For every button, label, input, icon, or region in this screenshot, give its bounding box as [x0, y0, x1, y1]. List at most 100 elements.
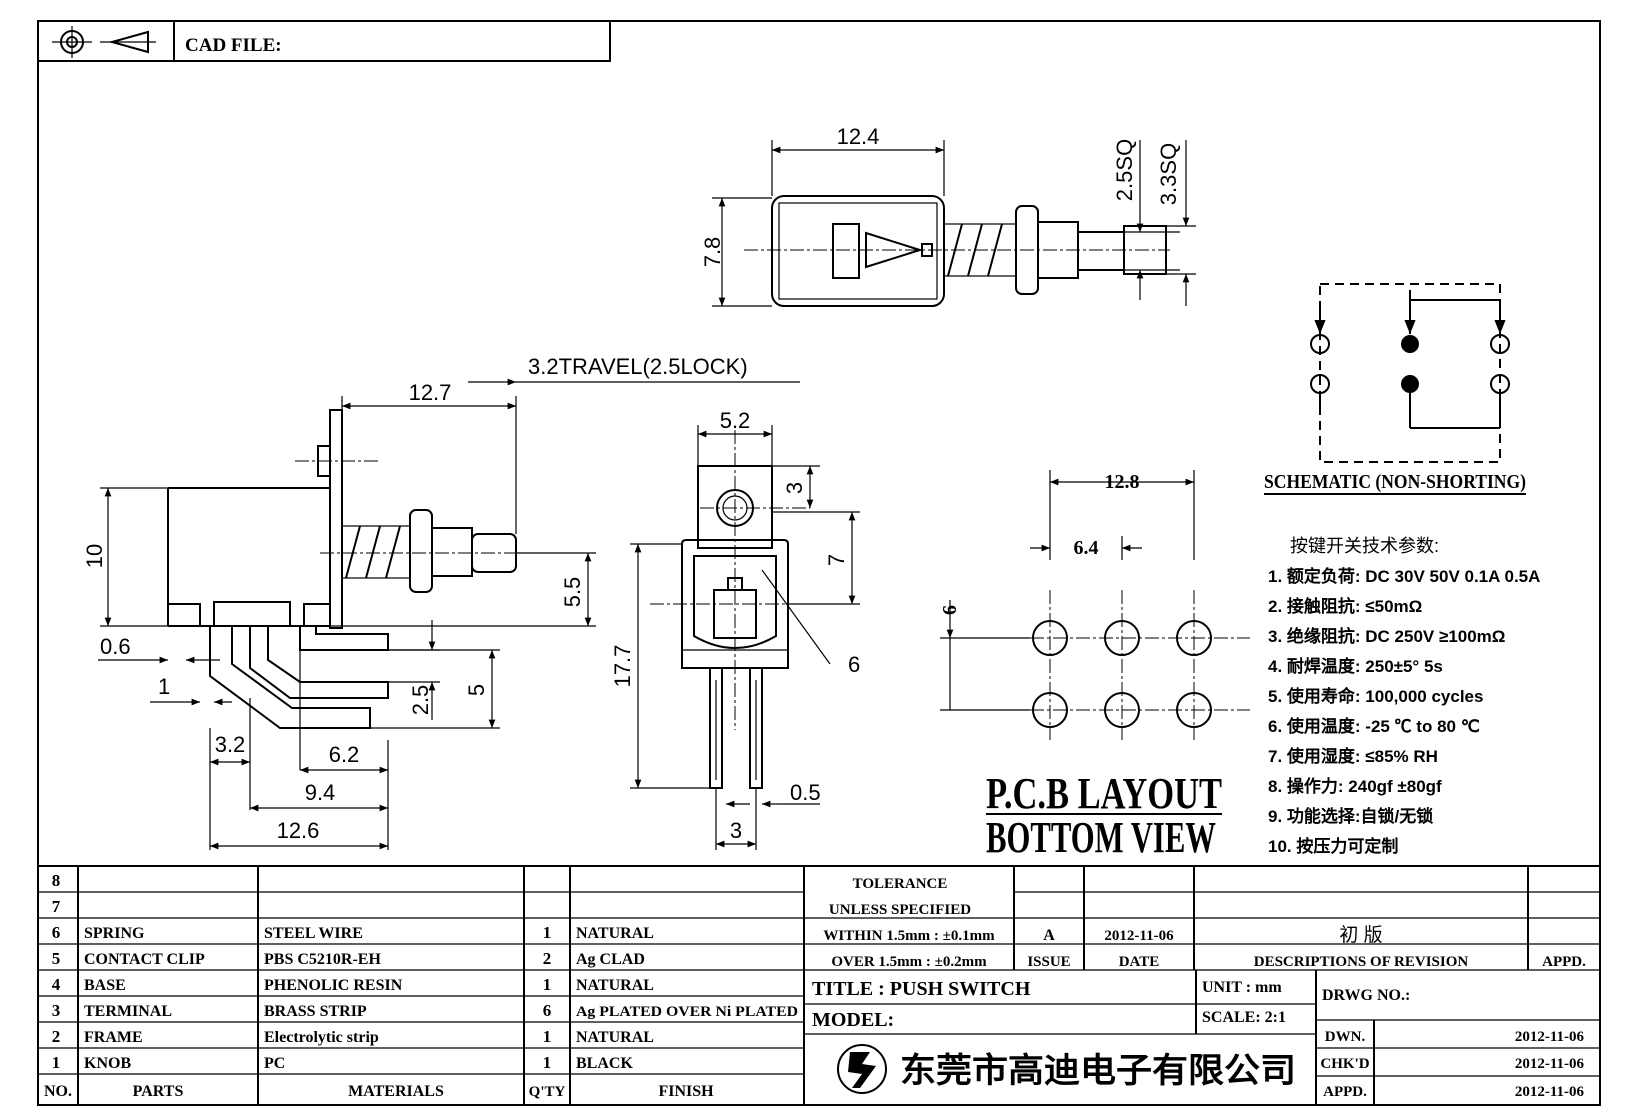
- front-view: 5.2 3 7 17.7 6 0.5 3: [610, 408, 860, 850]
- travel-dim: 3.2TRAVEL(2.5LOCK): [528, 354, 748, 379]
- bom-material: Electrolytic strip: [264, 1029, 379, 1046]
- bom-material: PBS C5210R-EH: [264, 951, 381, 968]
- bom-finish: NATURAL: [576, 977, 654, 994]
- pcb-pitch-total-dim: 12.8: [1105, 471, 1140, 493]
- date-header: DATE: [1119, 954, 1160, 970]
- revision-description: 初 版: [1339, 924, 1382, 946]
- spec-item: 5. 使用寿命: 100,000 cycles: [1268, 686, 1483, 706]
- bom-qty: 1: [543, 1053, 552, 1072]
- spec-item: 9. 功能选择:自锁/无锁: [1268, 806, 1433, 826]
- bom-finish: NATURAL: [576, 925, 654, 942]
- appd-date: 2012-11-06: [1515, 1084, 1585, 1100]
- knob-outer-dim: 3.3SQ: [1156, 143, 1181, 205]
- bom-finish: Ag CLAD: [576, 951, 645, 968]
- cad-header: CAD FILE:: [37, 20, 611, 62]
- drwg-no-label: DRWG NO.:: [1322, 987, 1410, 1004]
- top-height-dim: 7.8: [700, 237, 725, 268]
- bom-no: 3: [52, 1001, 61, 1020]
- bom-material: PHENOLIC RESIN: [264, 977, 403, 994]
- spec-item: 10. 按压力可定制: [1268, 836, 1398, 856]
- specs-list: 按键开关技术参数: 1. 额定负荷: DC 30V 50V 0.1A 0.5A …: [1268, 536, 1540, 856]
- pin-width-dim: 0.5: [790, 780, 821, 805]
- spec-item: 2. 接触阻抗: ≤50mΩ: [1268, 596, 1422, 616]
- issue-header: ISSUE: [1027, 954, 1070, 970]
- bom-header-materials: MATERIALS: [348, 1083, 444, 1100]
- bom-no: 7: [52, 897, 61, 916]
- top-view: 12.4 7.8 2.5SQ 3.3SQ: [700, 124, 1196, 307]
- front-height-dim: 17.7: [610, 645, 635, 688]
- drawing-title: TITLE : PUSH SWITCH: [812, 978, 1031, 1000]
- bom-material: PC: [264, 1055, 285, 1072]
- pin-spacing-dim: 2.5: [408, 685, 433, 716]
- unit-label: UNIT : mm: [1202, 979, 1282, 996]
- tolerance-within: WITHIN 1.5mm : ±0.1mm: [823, 928, 995, 944]
- bom-part: KNOB: [84, 1055, 131, 1072]
- date-value: 2012-11-06: [1104, 928, 1174, 944]
- appd-header: APPD.: [1542, 954, 1586, 970]
- bom-no: 2: [52, 1027, 61, 1046]
- bom-qty: 1: [543, 923, 552, 942]
- company-name: 东莞市高迪电子有限公司: [900, 1051, 1296, 1090]
- tolerance-over: OVER 1.5mm : ±0.2mm: [831, 954, 987, 970]
- description-header: DESCRIPTIONS OF REVISION: [1254, 954, 1469, 970]
- knob-inner-dim: 2.5SQ: [1112, 139, 1137, 201]
- bom-no: 6: [52, 923, 61, 942]
- cad-file-label: CAD FILE:: [185, 35, 282, 56]
- hole-dist-dim: 3: [782, 482, 807, 494]
- sheet-border: [37, 20, 1601, 1106]
- bom-qty: 1: [543, 1027, 552, 1046]
- bom-header-parts: PARTS: [133, 1083, 184, 1100]
- bom-part: CONTACT CLIP: [84, 951, 205, 968]
- bom-no: 1: [52, 1053, 61, 1072]
- pcb-layout: 12.8 6.4 6 P.C.B LAYOUT BOTTOM VIEW: [939, 470, 1250, 862]
- front-width-dim: 5.2: [720, 408, 751, 433]
- plate-thickness-dim: 0.6: [100, 634, 131, 659]
- company-logo-icon: [837, 1044, 887, 1094]
- top-length-dim: 12.4: [837, 124, 880, 149]
- model-label: MODEL:: [812, 1009, 894, 1031]
- projection-symbol-icon: [52, 26, 156, 58]
- side-height-dim: 10: [82, 544, 107, 568]
- chkd-date: 2012-11-06: [1515, 1056, 1585, 1072]
- bom-qty: 1: [543, 975, 552, 994]
- specs-heading: 按键开关技术参数:: [1290, 536, 1439, 556]
- total-dim: 12.6: [277, 818, 320, 843]
- spec-item: 8. 操作力: 240gf ±80gf: [1268, 776, 1442, 796]
- chkd-label: CHK'D: [1320, 1056, 1369, 1072]
- side-view: 12.7 3.2TRAVEL(2.5LOCK) 10 5.5 0.6 1 2.5…: [82, 354, 800, 850]
- pcb-title-2: BOTTOM VIEW: [986, 813, 1216, 862]
- dwn-date: 2012-11-06: [1515, 1029, 1585, 1045]
- bom-part: SPRING: [84, 925, 145, 942]
- pin-x2-dim: 6.2: [329, 742, 360, 767]
- callout-6: 6: [848, 652, 860, 677]
- bom-header-finish: FINISH: [658, 1083, 714, 1100]
- issue-value: A: [1043, 927, 1055, 944]
- bom-no: 5: [52, 949, 61, 968]
- bom-no: 8: [52, 871, 61, 890]
- title-block: TOLERANCE UNLESS SPECIFIED WITHIN 1.5mm …: [804, 866, 1600, 1105]
- bom-finish: BLACK: [576, 1055, 633, 1072]
- bom-finish: NATURAL: [576, 1029, 654, 1046]
- bom-header-qty: Q'TY: [529, 1084, 566, 1100]
- side-width-dim: 12.7: [409, 380, 452, 405]
- pcb-pitch-dim: 6.4: [1074, 537, 1099, 559]
- bom-part: FRAME: [84, 1029, 143, 1046]
- bom-qty: 2: [543, 949, 552, 968]
- offset-dim: 1: [158, 674, 170, 699]
- tolerance-label: TOLERANCE: [853, 876, 948, 892]
- dwn-label: DWN.: [1325, 1029, 1366, 1045]
- bom-part: BASE: [84, 977, 126, 994]
- bom-table: 8 7 6 SPRING STEEL WIRE 1 NATURAL 5 CONT…: [38, 865, 1600, 1105]
- pin-x3-dim: 9.4: [305, 780, 336, 805]
- pin-offset-dim: 3.2: [215, 732, 246, 757]
- bom-material: BRASS STRIP: [264, 1003, 367, 1020]
- bom-no: 4: [52, 975, 61, 994]
- unless-specified-label: UNLESS SPECIFIED: [829, 902, 971, 918]
- spec-item: 6. 使用温度: -25 ℃ to 80 ℃: [1268, 716, 1480, 736]
- bom-part: TERMINAL: [84, 1003, 172, 1020]
- pin-height-dim: 5: [464, 684, 489, 696]
- spec-item: 7. 使用湿度: ≤85% RH: [1268, 746, 1438, 766]
- spec-item: 4. 耐焊温度: 250±5° 5s: [1268, 656, 1443, 676]
- pcb-row-pitch-dim: 6: [939, 605, 961, 615]
- bom-material: STEEL WIRE: [264, 925, 363, 942]
